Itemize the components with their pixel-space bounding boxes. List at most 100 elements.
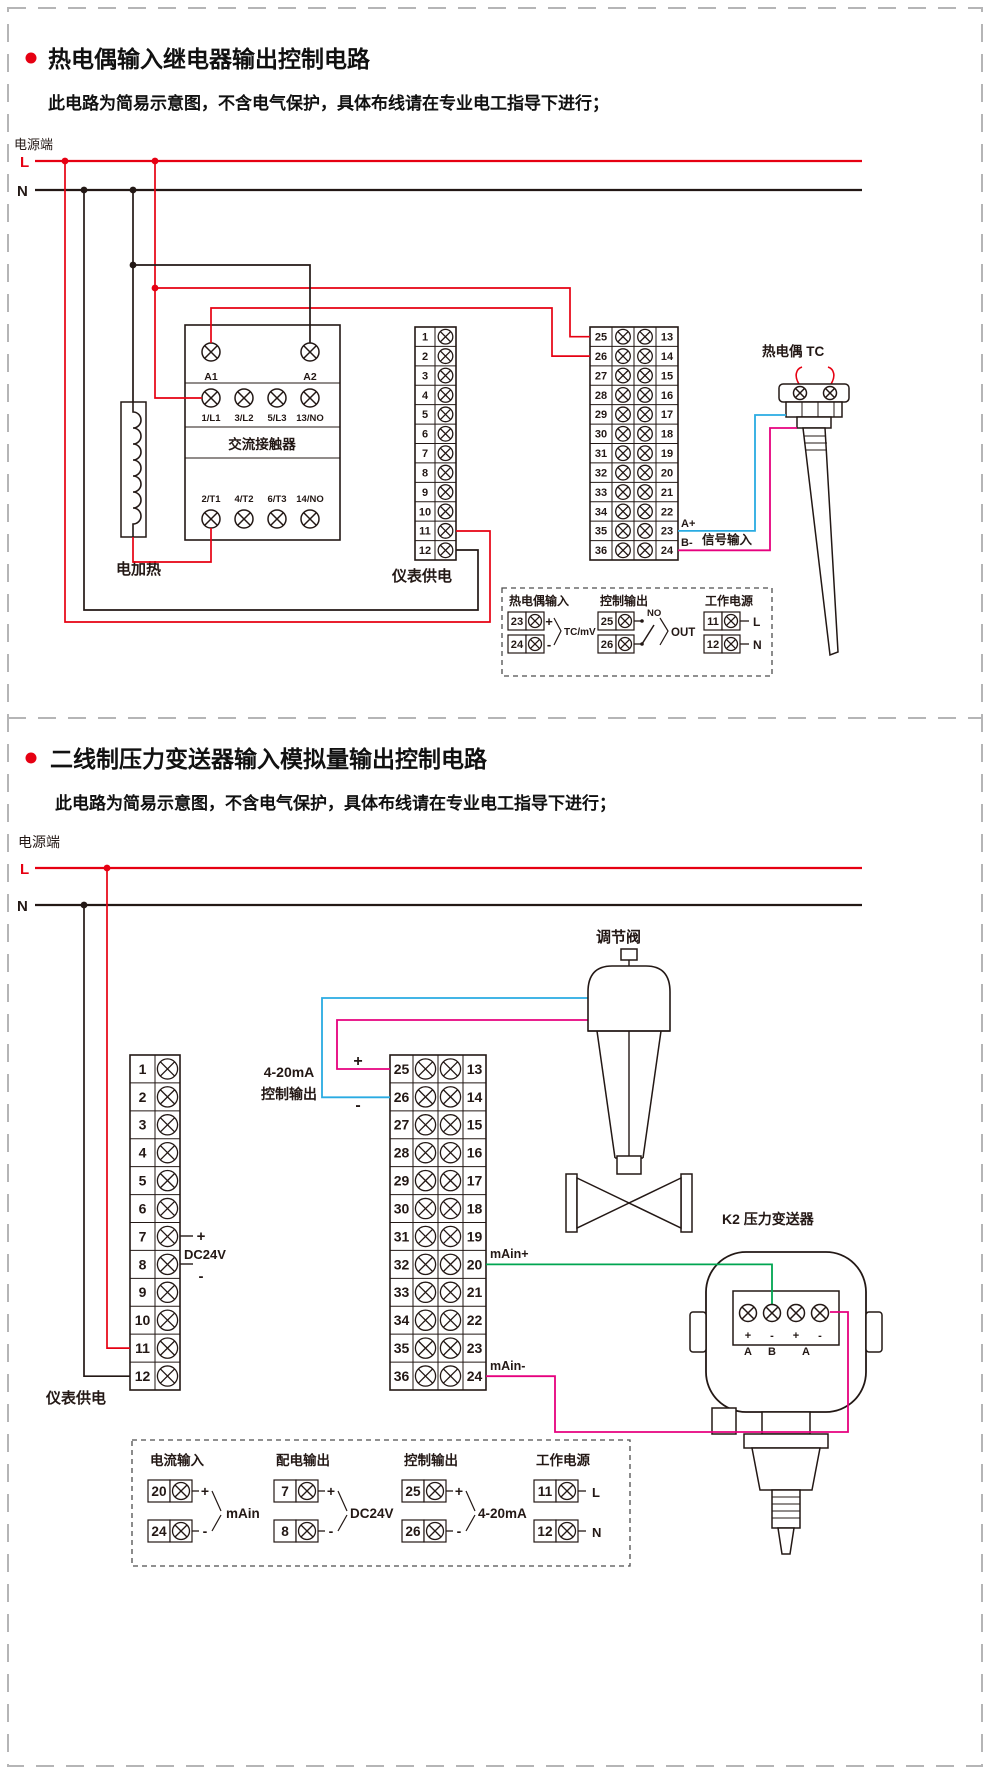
- screw-slot: [159, 1284, 176, 1300]
- terminal-number: 21: [661, 487, 673, 499]
- screw-slot: [303, 512, 317, 526]
- valve-yoke-left: [596, 1030, 616, 1159]
- wire-a1-to-26: [210, 307, 590, 357]
- section2: 二线制压力变送器输入模拟量输出控制电路 此电路为简易示意图，不含电气保护，具体布…: [17, 746, 883, 1567]
- screw-slot: [639, 544, 651, 556]
- screw-slot: [237, 512, 251, 526]
- screw-slot: [270, 391, 284, 405]
- valve-body-right: [627, 1176, 682, 1230]
- terminal-number: 35: [394, 1340, 410, 1356]
- terminal-number: 21: [467, 1284, 483, 1300]
- wire-main-plus: [486, 1263, 773, 1304]
- wire-heater-to-2t1: [132, 528, 212, 563]
- sub-label: 3/L2: [234, 413, 253, 424]
- screw-slot: [270, 512, 284, 526]
- detail-term-23: 23: [507, 611, 545, 631]
- wire-l-to-25: [155, 287, 590, 338]
- terminal-number: 11: [707, 616, 719, 628]
- terminal-number: 8: [281, 1524, 289, 1539]
- screw-slot: [439, 544, 452, 556]
- contactor-name-label: 交流接触器: [228, 436, 296, 452]
- screw-slot: [639, 369, 651, 382]
- screw-slot: [794, 387, 806, 399]
- screw-slot: [442, 1200, 459, 1217]
- detail-term-12: 12: [703, 634, 741, 654]
- terminal-number: 27: [595, 370, 607, 382]
- signal-input-label: 信号输入: [702, 532, 753, 547]
- screw-slot: [159, 1117, 176, 1133]
- dc-minus-label: -: [199, 1268, 204, 1285]
- screw-slot: [617, 447, 629, 459]
- terminal-number: 24: [151, 1524, 167, 1539]
- terminal-number: 10: [135, 1312, 151, 1328]
- s2-line-l-label: L: [20, 861, 29, 878]
- detail-term-26: 26: [401, 1519, 447, 1543]
- screw-slot: [439, 331, 452, 343]
- screw-slot: [439, 467, 452, 479]
- screw-slot: [159, 1368, 176, 1384]
- terminal-number: 5: [139, 1173, 147, 1189]
- screw-slot: [303, 391, 317, 405]
- s2-subtitle: 此电路为简易示意图，不含电气保护，具体布线请在专业电工指导下进行；: [55, 793, 616, 813]
- terminal-number: 28: [394, 1145, 410, 1161]
- screw-slot: [439, 428, 452, 440]
- screw-slot: [417, 1284, 434, 1300]
- terminal-number: 34: [394, 1312, 410, 1328]
- terminal-number: 16: [467, 1145, 483, 1161]
- wire-tc-a-plus: [678, 414, 786, 532]
- out-label: OUT: [671, 627, 695, 639]
- terminal-number: 18: [661, 429, 673, 441]
- s2-right-terminal-strip: 2526272829303132333435361314151617181920…: [389, 1054, 487, 1391]
- g1-minus-label: -: [547, 637, 551, 652]
- g1-plus-label: +: [545, 614, 553, 629]
- g1-bracket: [553, 617, 562, 646]
- screw-slot: [439, 486, 452, 498]
- pressure-transmitter: [689, 1251, 883, 1555]
- a-plus-label: A+: [681, 518, 695, 530]
- screw-slot: [442, 1340, 459, 1356]
- dc24v-label: DC24V: [184, 1247, 226, 1262]
- s1-title: 热电偶输入继电器输出控制电路: [48, 46, 371, 72]
- screw-slot: [442, 1284, 459, 1300]
- screw-slot: [204, 391, 218, 405]
- s2-line-n-label: N: [17, 898, 28, 915]
- s2-meter-power-label: 仪表供电: [45, 1389, 106, 1407]
- terminal-number: 33: [595, 487, 607, 499]
- terminal-number: 24: [661, 545, 674, 557]
- screw-slot: [617, 486, 629, 498]
- control-valve: [565, 948, 693, 1233]
- terminal-number: 15: [661, 370, 673, 382]
- terminal-number: 8: [422, 467, 428, 479]
- s1-power-bus: 电源端 L N: [14, 137, 862, 200]
- tc-screws: [792, 385, 838, 401]
- output-ctrl-label: 控制输出: [261, 1086, 317, 1102]
- dc24v-text-label: DC24V: [350, 1506, 394, 1521]
- terminal-number: 12: [537, 1524, 553, 1539]
- terminal-number: 26: [405, 1524, 421, 1539]
- screw-slot: [617, 331, 629, 343]
- terminal-number: 25: [394, 1061, 410, 1077]
- wire-main-minus: [486, 1311, 849, 1433]
- detail-term-7: 7: [273, 1479, 319, 1503]
- terminal-number: 4: [422, 390, 429, 402]
- transmitter-thread: [771, 1489, 801, 1529]
- screw-slot: [300, 1484, 314, 1498]
- main-text-label: mAin: [226, 1506, 260, 1521]
- section1: 热电偶输入继电器输出控制电路 此电路为简易示意图，不含电气保护，具体布线请在专业…: [14, 46, 862, 677]
- screw-slot: [439, 525, 452, 537]
- screw-slot: [417, 1145, 434, 1161]
- ctrl-output-title: 控制输出: [404, 1452, 458, 1468]
- terminal-number: 31: [394, 1228, 410, 1244]
- terminal-number: 7: [139, 1228, 147, 1244]
- screw-slot: [617, 408, 629, 421]
- screw-slot: [237, 391, 251, 405]
- valve-knob: [620, 948, 638, 961]
- screw-slot: [813, 1306, 827, 1320]
- screw-slot: [439, 447, 452, 459]
- terminal-number: 36: [595, 545, 607, 557]
- transmitter-tab-left: [689, 1311, 707, 1353]
- terminal-number: 32: [595, 467, 607, 479]
- terminal-number: 24: [511, 639, 524, 651]
- terminal-number: 12: [707, 639, 719, 651]
